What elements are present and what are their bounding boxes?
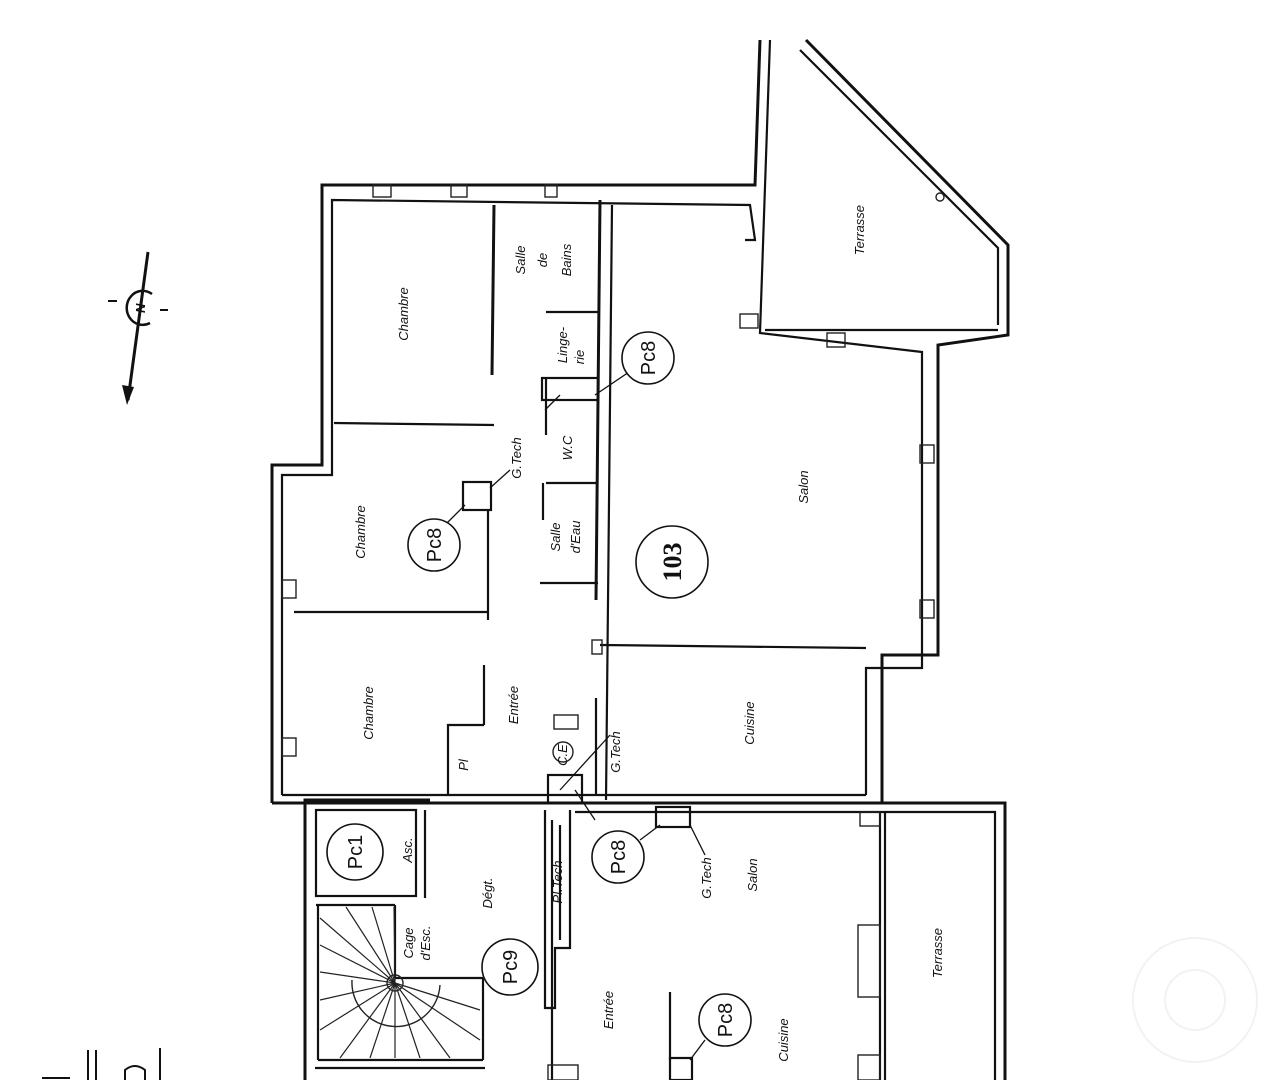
label-asc: Asc. [400,837,415,863]
label-salle-de-bains-3: Bains [559,243,574,276]
label-chambre-2: Chambre [353,505,368,558]
svg-text:Pc8: Pc8 [608,840,630,874]
label-cuisine-lower: Cuisine [776,1018,791,1061]
label-lingerie-1: Linge- [555,326,570,363]
ref-bubble-pc1: Pc1 [326,823,384,881]
unit-number-badge: 103 [635,525,709,599]
svg-text:Pc9: Pc9 [500,950,522,984]
label-salle-eau-2: d'Eau [568,521,583,554]
label-pl-tech: Pl.Tech [550,861,565,904]
svg-text:Pc8: Pc8 [424,528,446,562]
spiral-staircase [319,906,481,1059]
label-entree-lower: Entrée [601,991,616,1029]
label-lingerie-2: rie [572,350,587,364]
lower-unit-walls [547,801,1007,1080]
label-degt: Dégt. [480,877,495,908]
svg-text:Pc1: Pc1 [345,835,367,869]
room-labels: Chambre Salle de Bains Linge- rie Chambr… [353,205,945,1062]
label-gtech-1: G.Tech [509,437,524,478]
label-gtech-2: G.Tech [608,731,623,772]
label-wc: W.C [560,435,575,460]
svg-text:Pc8: Pc8 [638,341,660,375]
svg-text:103: 103 [658,543,687,582]
label-salle-eau-1: Salle [548,523,563,552]
terrasse-upper-walls [765,192,998,332]
ref-bubble-pc8-d: Pc8 [698,993,752,1047]
stamp-watermark [1132,937,1258,1063]
ref-bubble-pc8-a: Pc8 [407,518,461,572]
label-gtech-lower: G.Tech [699,857,714,898]
ref-bubble-pc8-c: Pc8 [591,830,645,884]
label-ce: C.E [555,744,570,766]
label-salle-de-bains-2: de [535,253,550,267]
label-terrasse-lower: Terrasse [930,928,945,978]
ref-bubble-pc8-b: Pc8 [621,331,675,385]
label-placard: Pl [456,758,471,771]
label-salle-de-bains-1: Salle [513,246,528,275]
unit-103-walls [270,38,1010,805]
label-cage-esc-2: d'Esc. [418,926,433,961]
window-notches [281,184,935,757]
label-cuisine-upper: Cuisine [742,701,757,744]
label-chambre-3: Chambre [361,686,376,739]
unit-103-interior-walls [294,199,867,805]
north-label: N [133,303,148,313]
common-area-walls [303,798,572,1080]
edge-marks [42,1048,161,1080]
ref-bubble-pc9: Pc9 [481,938,539,996]
label-terrasse-upper: Terrasse [852,205,867,255]
label-cage-esc-1: Cage [401,927,416,958]
label-entree-upper: Entrée [506,686,521,724]
label-salon-upper: Salon [796,470,811,503]
label-chambre-1: Chambre [396,287,411,340]
north-arrow: N [108,251,168,405]
svg-text:Pc8: Pc8 [715,1003,737,1037]
label-salon-lower: Salon [745,858,760,891]
